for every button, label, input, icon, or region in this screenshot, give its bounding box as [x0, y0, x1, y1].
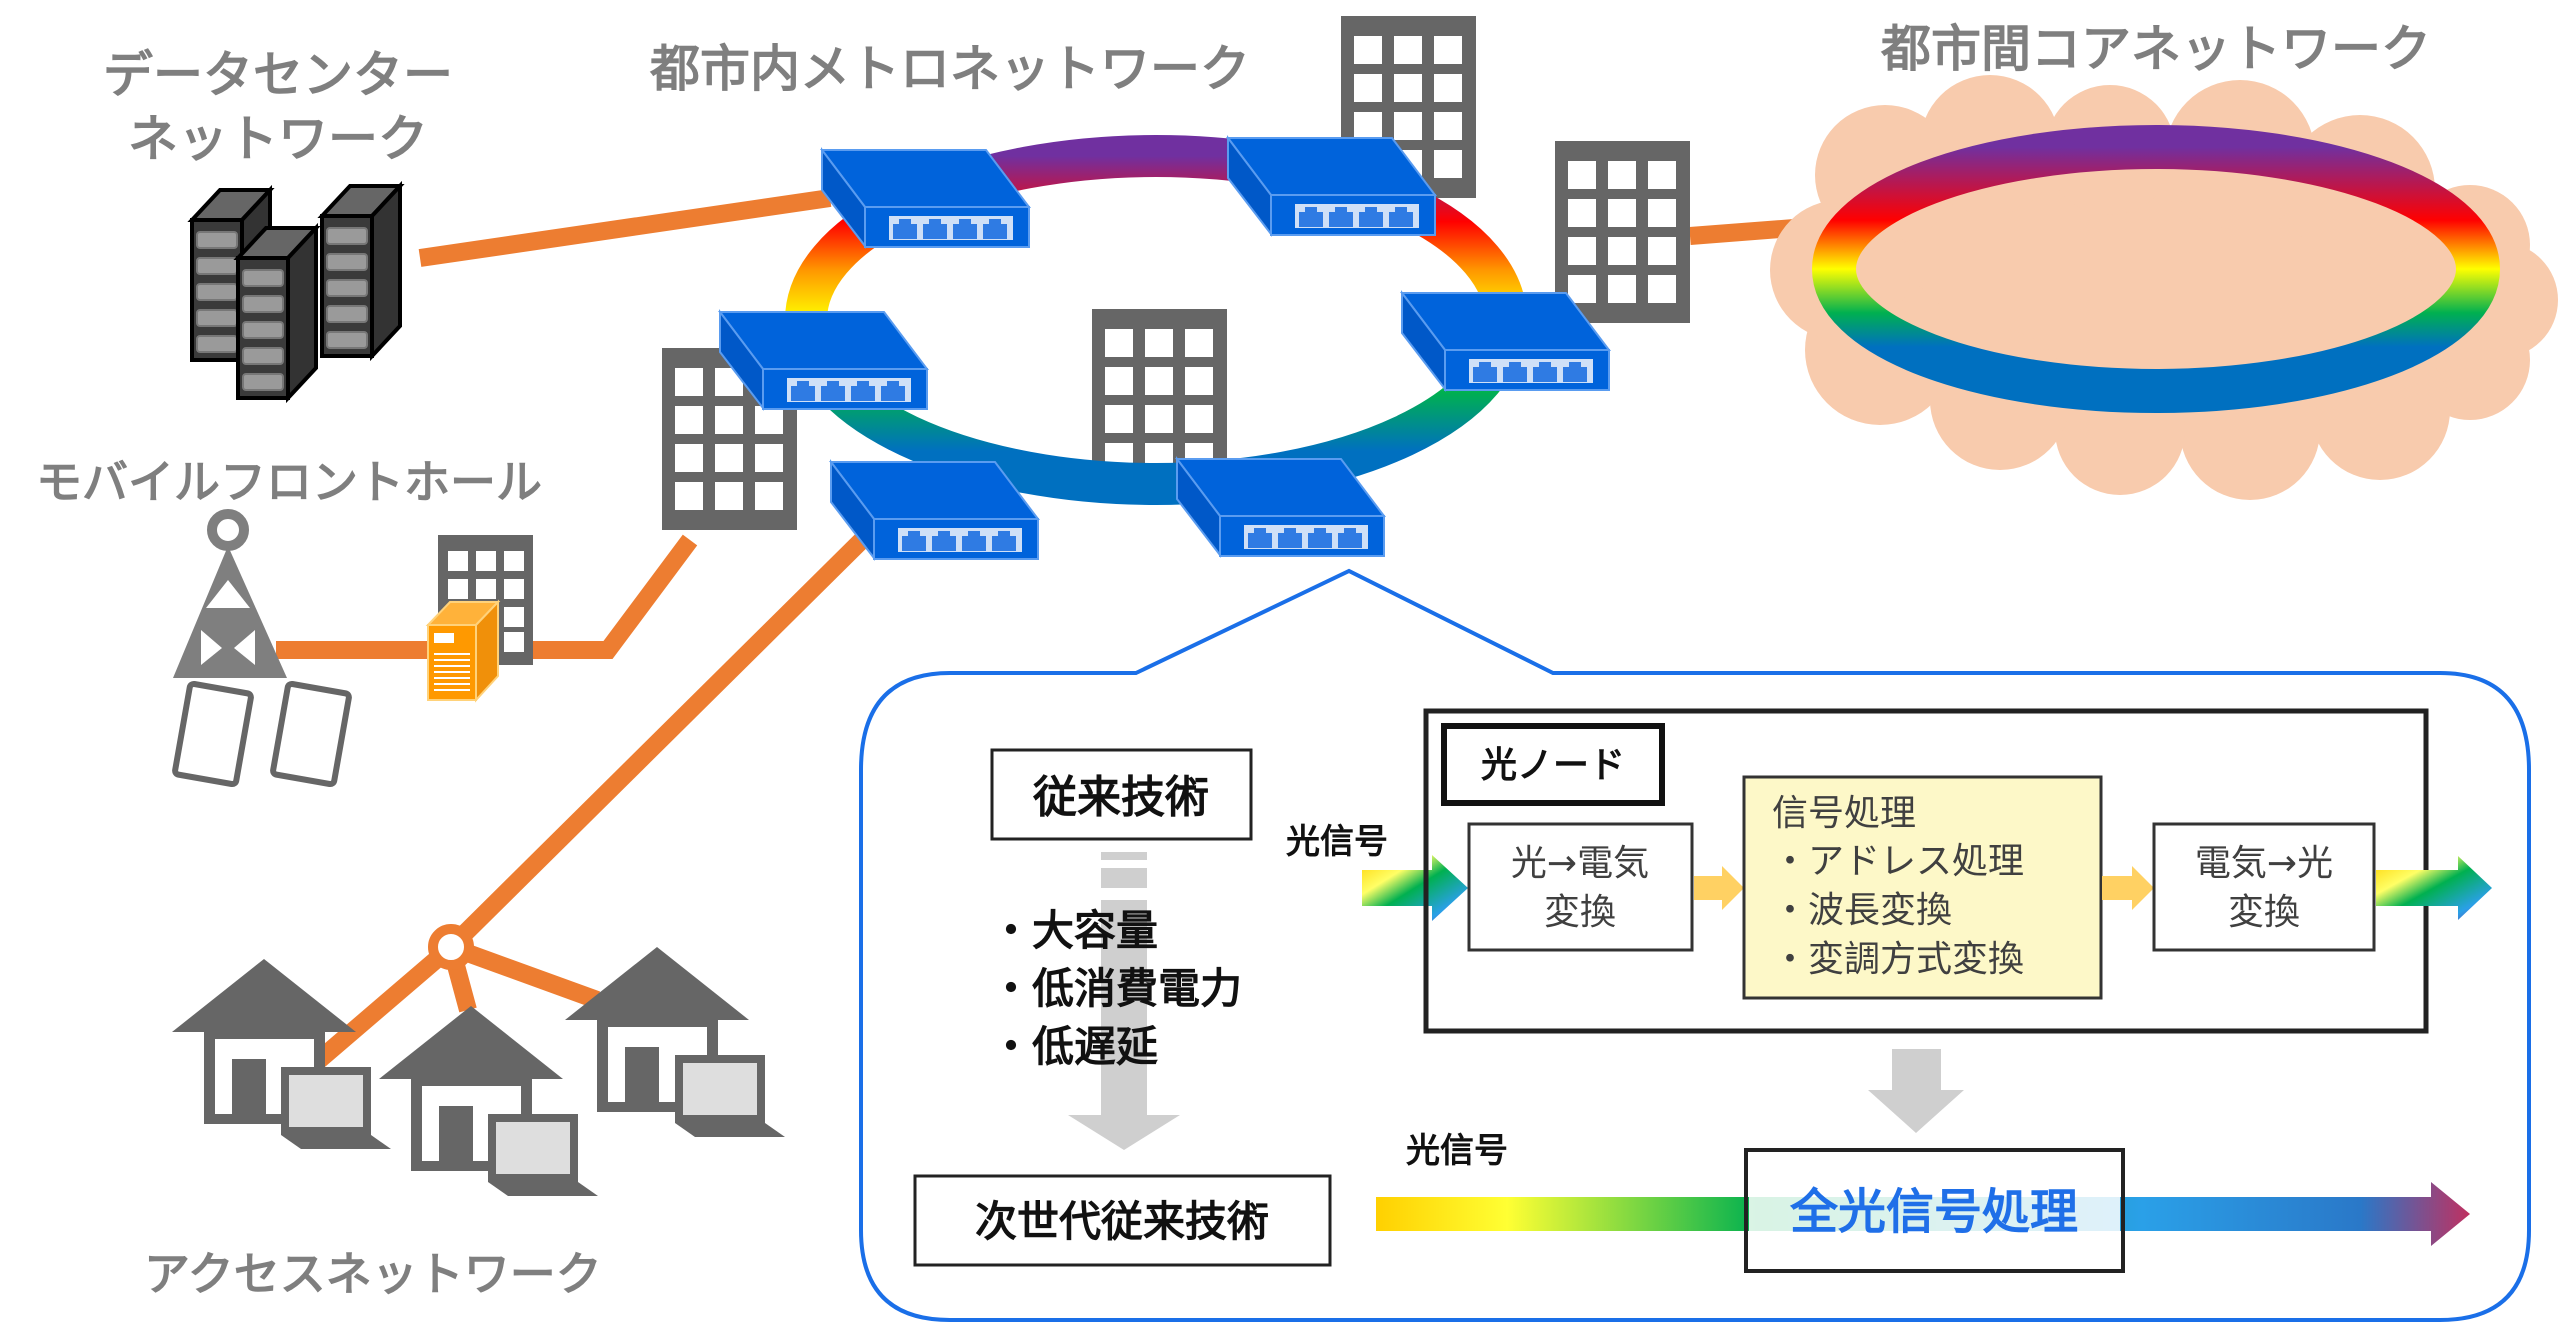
- transition-arrow: [1868, 1049, 1964, 1133]
- all-optical-box-fill-bottom: [1749, 1231, 2120, 1268]
- laptop-icon: [675, 1055, 785, 1137]
- conventional-tech-box: [990, 748, 1253, 841]
- all-optical-box-fill-band: [1749, 1197, 2120, 1231]
- conventional-bullet: ・低消費電力: [990, 964, 1242, 1013]
- access-network-label: アクセスネットワーク: [144, 1247, 602, 1301]
- eo-conversion-line2: 変換: [2228, 892, 2300, 933]
- conventional-tech-title: 従来技術: [1032, 772, 1209, 823]
- laptop-icon: [281, 1067, 391, 1149]
- oe-conversion-line1: 光→電気: [1511, 843, 1649, 884]
- small-flow-arrow: [2102, 866, 2154, 910]
- optical-signal-label: 光信号: [1406, 1131, 1508, 1171]
- metro-network-label: 都市内メトロネットワーク: [649, 40, 1250, 98]
- network-switch-icon[interactable]: [1401, 292, 1610, 391]
- access-trunk-link: [444, 533, 869, 954]
- cell-tower-icon: [173, 509, 287, 678]
- optical-signal-out-arrow: [2376, 856, 2492, 920]
- splitter-node-icon: [428, 924, 474, 970]
- callout-panel: [859, 568, 2531, 1322]
- oe-conversion-box: [1467, 822, 1694, 952]
- tablet-icon: [270, 680, 352, 788]
- all-optical-processing-label: 全光信号処理: [1789, 1184, 2078, 1240]
- signal-processing-item: ・波長変換: [1772, 890, 1952, 931]
- datacenter-label-line2: ネットワーク: [128, 110, 428, 168]
- edge-server-icon: [425, 599, 501, 703]
- tablet-icon: [172, 680, 254, 788]
- conventional-bullet: ・低遅延: [990, 1022, 1158, 1071]
- mobile-fronthaul-link: [276, 534, 698, 659]
- all-optical-box: [1744, 1148, 2125, 1273]
- next-gen-tech-title: 次世代従来技術: [975, 1197, 1269, 1246]
- optical-signal-label: 光信号: [1286, 822, 1388, 862]
- office-building-icon: [1555, 141, 1690, 323]
- signal-processing-item: ・変調方式変換: [1772, 939, 2024, 980]
- optical-node-title-box: [1441, 723, 1665, 806]
- laptop-icon: [488, 1114, 598, 1196]
- oe-conversion-line2: 変換: [1544, 892, 1616, 933]
- datacenter-link: [418, 189, 832, 267]
- conventional-bullet: ・大容量: [990, 906, 1158, 955]
- core-ring: [1812, 125, 2500, 413]
- core-network-label: 都市間コアネットワーク: [1880, 20, 2431, 78]
- next-gen-tech-box: [913, 1174, 1332, 1267]
- optical-node-title: 光ノード: [1481, 745, 1625, 786]
- eo-conversion-line1: 電気→光: [2195, 843, 2333, 884]
- small-flow-arrow: [1694, 866, 1744, 910]
- optical-signal-in-arrow: [1362, 855, 1468, 921]
- server-rack-icon: [190, 184, 402, 400]
- signal-processing-title: 信号処理: [1772, 793, 1916, 834]
- datacenter-label-line1: データセンター: [103, 46, 453, 104]
- signal-processing-box: [1742, 775, 2103, 1000]
- access-branch-link-3: [447, 938, 601, 1009]
- mobile-fronthaul-label: モバイルフロントホール: [36, 455, 542, 509]
- network-switch-icon[interactable]: [1227, 137, 1436, 236]
- all-optical-box-fill-top: [1749, 1153, 2120, 1197]
- eo-conversion-box: [2152, 822, 2376, 952]
- evolution-arrow: [1068, 852, 1180, 1150]
- network-switch-icon[interactable]: [1176, 458, 1385, 557]
- signal-processing-item: ・アドレス処理: [1772, 841, 2024, 882]
